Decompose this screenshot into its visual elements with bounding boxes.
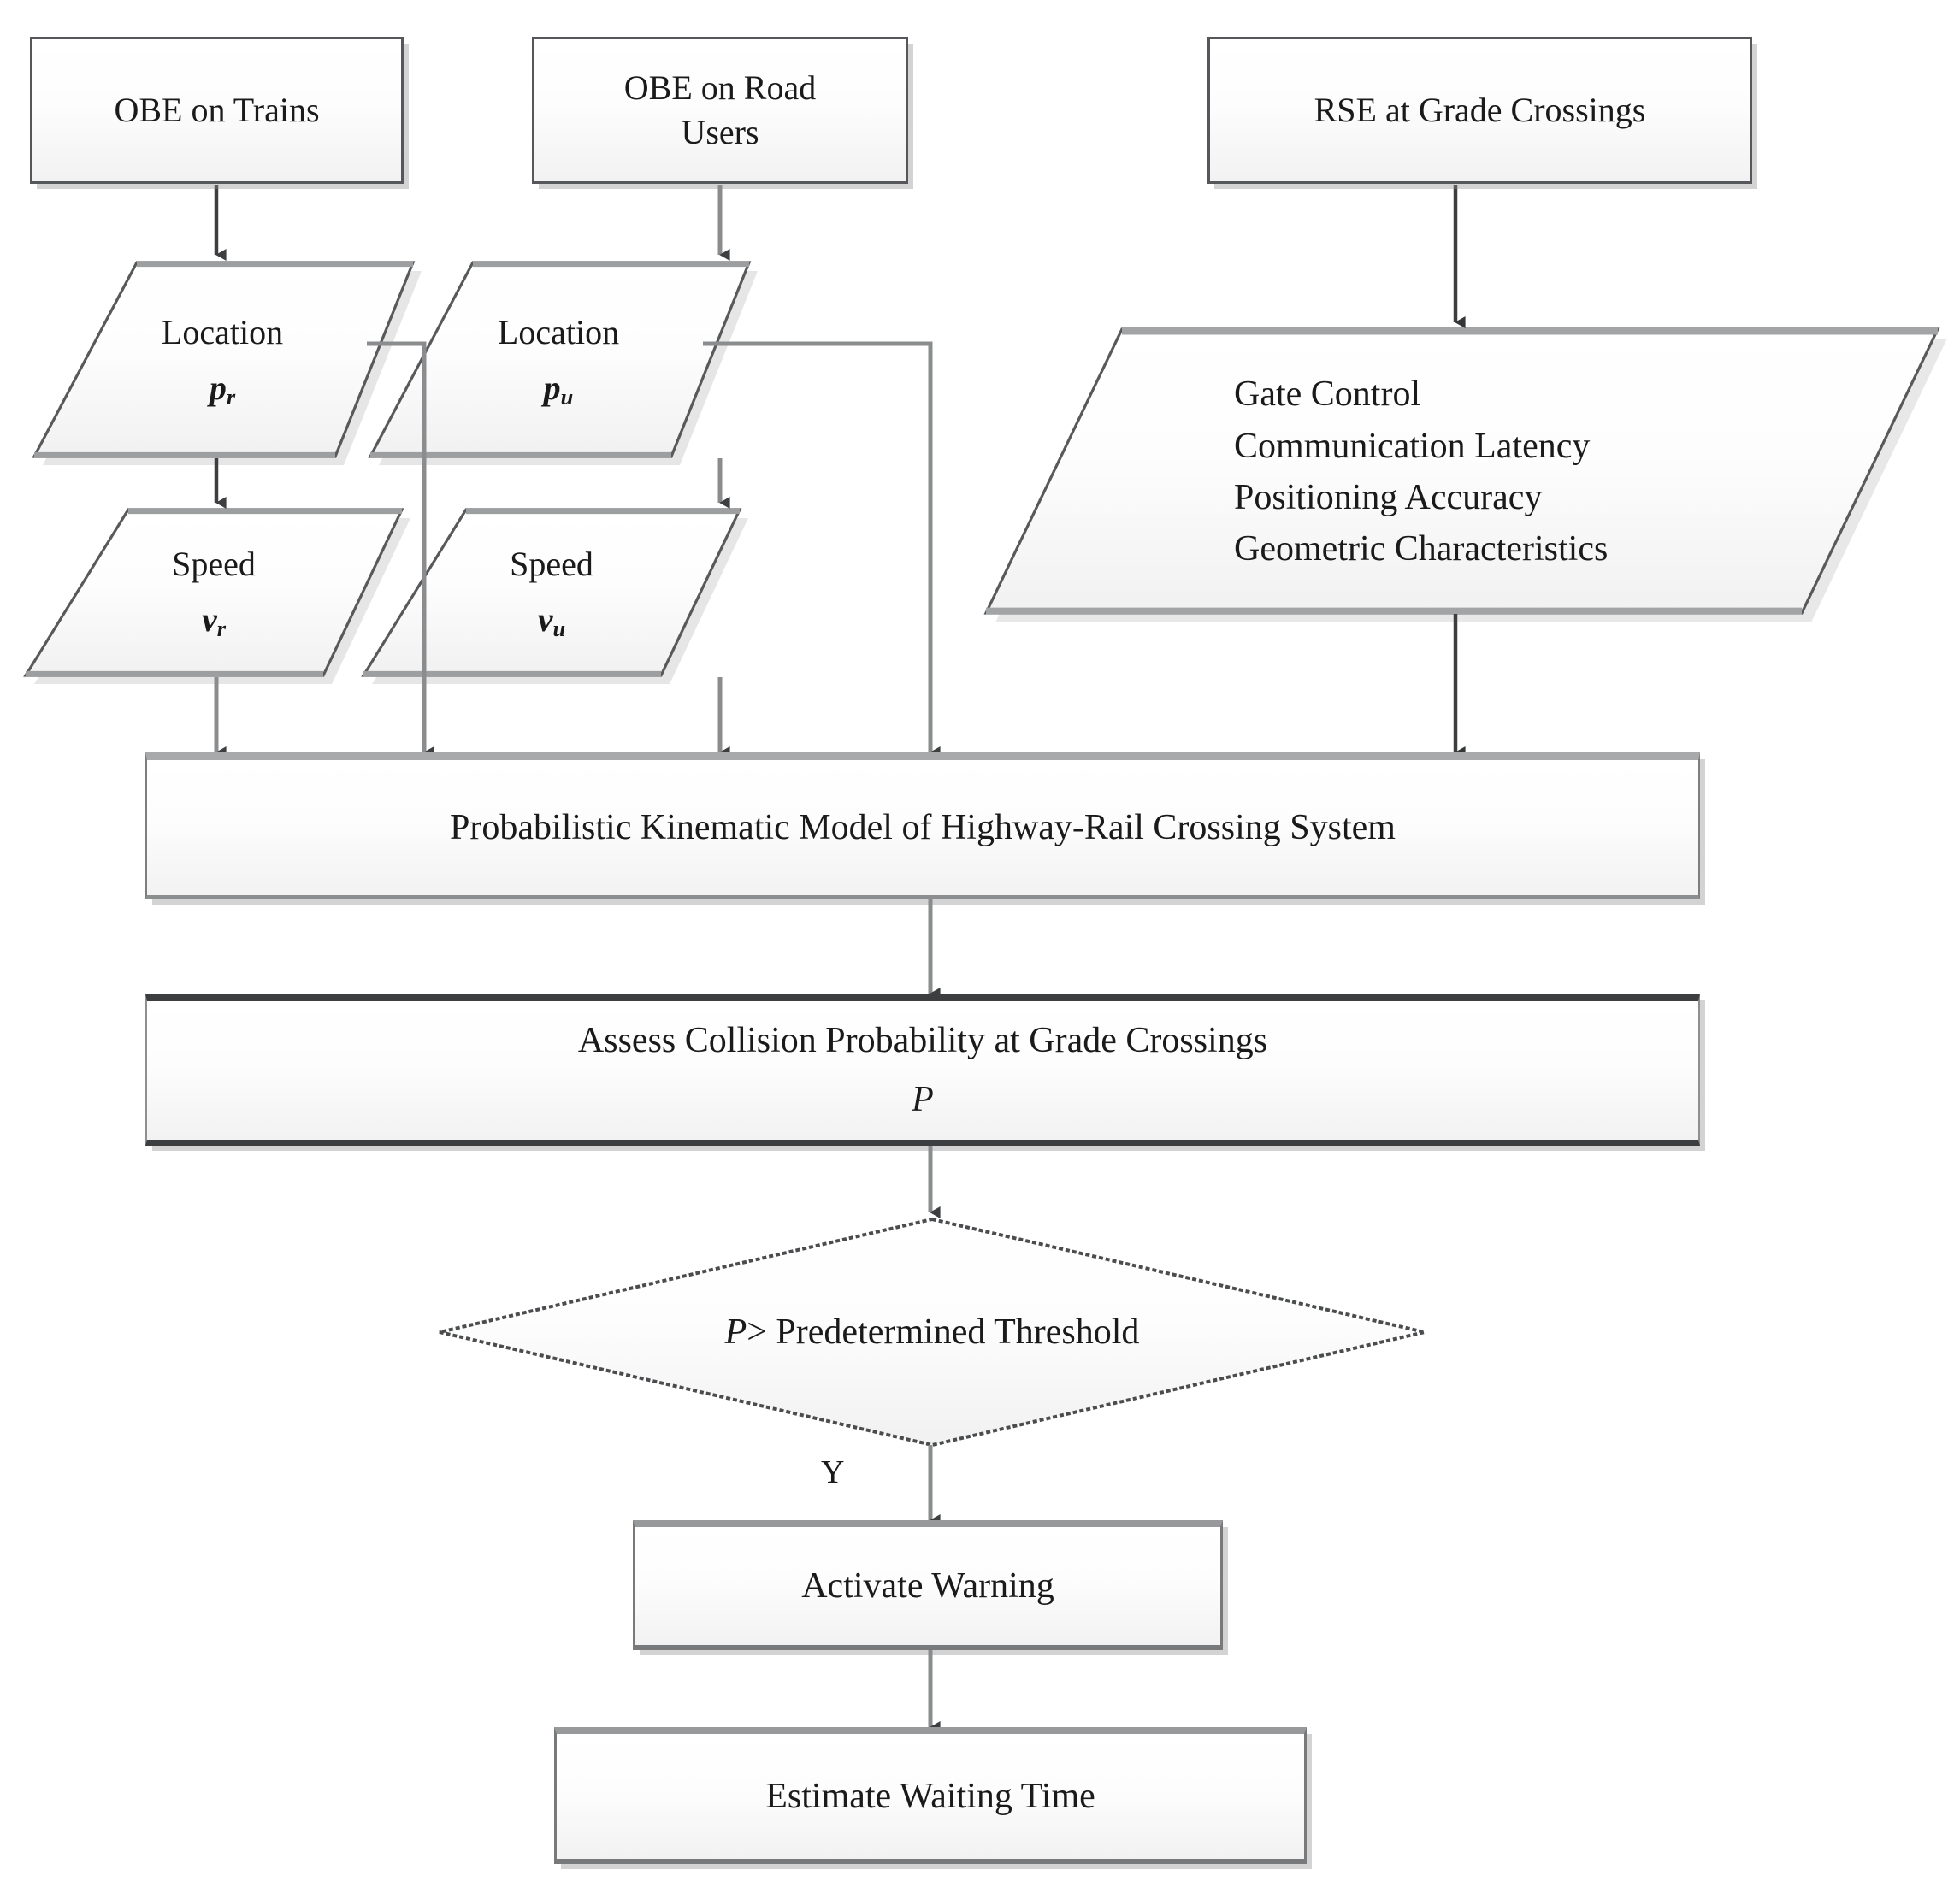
node-obe-on-trains-label: OBE on Trains — [114, 91, 320, 129]
node-threshold-decision-symbol: P — [724, 1312, 747, 1352]
node-rse-attributes-line-4: Geometric Characteristics — [1234, 529, 1609, 569]
node-rse-attributes-line-1: Gate Control — [1234, 374, 1421, 415]
node-location-train-symbol-sub: r — [226, 383, 236, 410]
node-obe-on-road-users[interactable]: OBE on Road Users — [532, 37, 908, 184]
edge-location-user-bypass — [703, 341, 941, 758]
node-rse-attributes[interactable]: Gate Control Communication Latency Posit… — [1234, 352, 1884, 592]
node-speed-train-label: Speed — [172, 545, 256, 584]
node-activate-warning[interactable]: Activate Warning — [633, 1520, 1223, 1650]
node-speed-train-symbol: vr — [202, 598, 226, 644]
node-rse-at-grade-crossings-label: RSE at Grade Crossings — [1314, 91, 1646, 129]
node-threshold-decision-text: > Predetermined Threshold — [747, 1312, 1140, 1352]
node-kinematic-model[interactable]: Probabilistic Kinematic Model of Highway… — [145, 752, 1700, 899]
node-obe-on-road-users-line1: OBE on Road — [623, 68, 817, 107]
node-location-train-symbol: pr — [210, 366, 235, 412]
node-location-train[interactable]: Location pr — [51, 278, 393, 445]
node-estimate-waiting-time-label: Estimate Waiting Time — [765, 1776, 1095, 1816]
edge-label-yes: Y — [821, 1454, 845, 1490]
node-speed-user-symbol-base: v — [537, 600, 553, 640]
node-kinematic-model-label: Probabilistic Kinematic Model of Highway… — [450, 807, 1396, 847]
node-location-user-symbol: pu — [544, 366, 574, 412]
node-activate-warning-label: Activate Warning — [801, 1566, 1054, 1606]
node-location-train-symbol-base: p — [209, 369, 227, 408]
node-rse-at-grade-crossings[interactable]: RSE at Grade Crossings — [1207, 37, 1752, 184]
node-assess-collision-symbol: P — [912, 1080, 934, 1119]
node-obe-on-road-users-line2: Users — [681, 113, 759, 151]
node-rse-attributes-line-2: Communication Latency — [1234, 426, 1591, 466]
node-speed-user-symbol-sub: u — [552, 615, 566, 641]
node-estimate-waiting-time[interactable]: Estimate Waiting Time — [554, 1727, 1307, 1864]
node-speed-train-symbol-sub: r — [216, 615, 227, 641]
node-assess-collision-probability[interactable]: Assess Collision Probability at Grade Cr… — [145, 994, 1700, 1146]
node-speed-user-symbol: vu — [538, 598, 565, 644]
node-speed-user-label: Speed — [510, 545, 593, 584]
node-location-train-label: Location — [161, 313, 284, 352]
node-speed-train-symbol-base: v — [201, 600, 217, 640]
node-location-user-label: Location — [497, 313, 620, 352]
node-obe-on-trains[interactable]: OBE on Trains — [30, 37, 404, 184]
node-location-user[interactable]: Location pu — [387, 278, 729, 445]
node-assess-collision-line1: Assess Collision Probability at Grade Cr… — [577, 1021, 1268, 1061]
node-location-user-symbol-sub: u — [560, 383, 574, 410]
node-threshold-decision[interactable]: P > Predetermined Threshold — [590, 1308, 1274, 1356]
node-speed-train[interactable]: Speed vr — [43, 518, 385, 668]
node-location-user-symbol-base: p — [543, 369, 561, 408]
node-rse-attributes-line-3: Positioning Accuracy — [1234, 478, 1543, 517]
node-speed-user[interactable]: Speed vu — [381, 518, 723, 668]
